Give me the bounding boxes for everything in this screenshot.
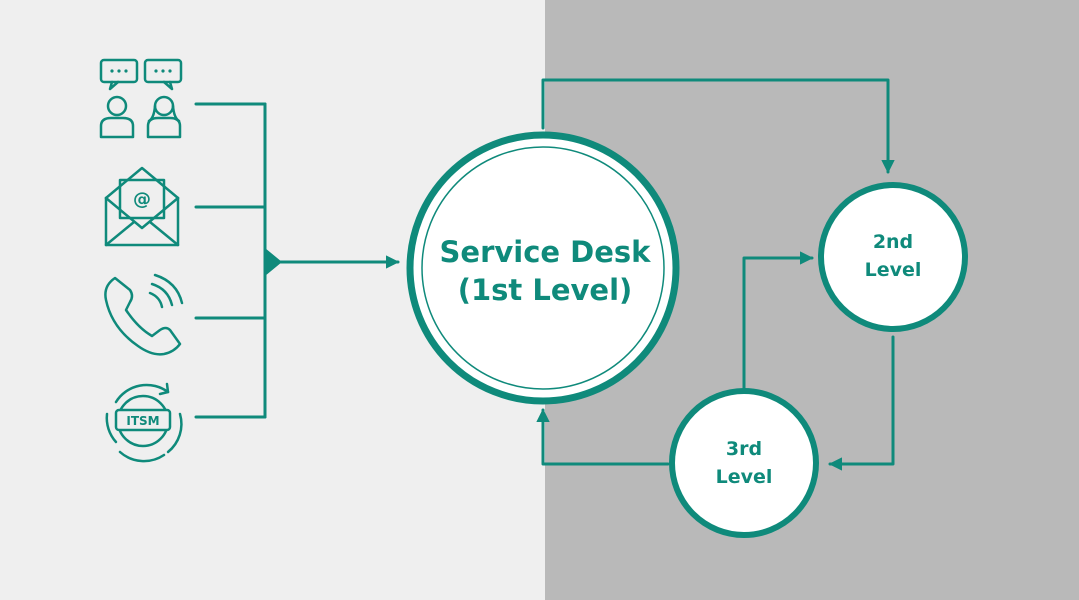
service-desk-title: Service Desk bbox=[440, 235, 652, 269]
junction-marker bbox=[265, 248, 282, 276]
itsm-gear-icon bbox=[105, 382, 183, 463]
service-desk-node: Service Desk (1st Level) bbox=[406, 131, 680, 405]
phone-icon bbox=[104, 273, 184, 356]
service-desk-subtitle: (1st Level) bbox=[458, 273, 633, 307]
chat-people-icon bbox=[99, 58, 183, 139]
third-level-line2: Level bbox=[716, 466, 773, 488]
arrow-3rd-to-2nd bbox=[742, 251, 814, 390]
chat-dots bbox=[110, 69, 172, 73]
second-level-line2: Level bbox=[865, 259, 922, 281]
second-level-line1: 2nd bbox=[873, 231, 913, 253]
email-envelope-icon bbox=[104, 166, 180, 247]
at-sign-icon: @ bbox=[133, 189, 151, 210]
second-level-node: 2nd Level bbox=[818, 182, 968, 332]
third-level-line1: 3rd bbox=[726, 438, 762, 460]
arrow-3rd-to-service-desk bbox=[536, 408, 670, 466]
arrow-service-desk-to-2nd bbox=[541, 78, 895, 174]
arrow-2nd-to-3rd bbox=[828, 335, 895, 471]
itsm-label: ITSM bbox=[126, 414, 159, 428]
third-level-node: 3rd Level bbox=[669, 388, 819, 538]
